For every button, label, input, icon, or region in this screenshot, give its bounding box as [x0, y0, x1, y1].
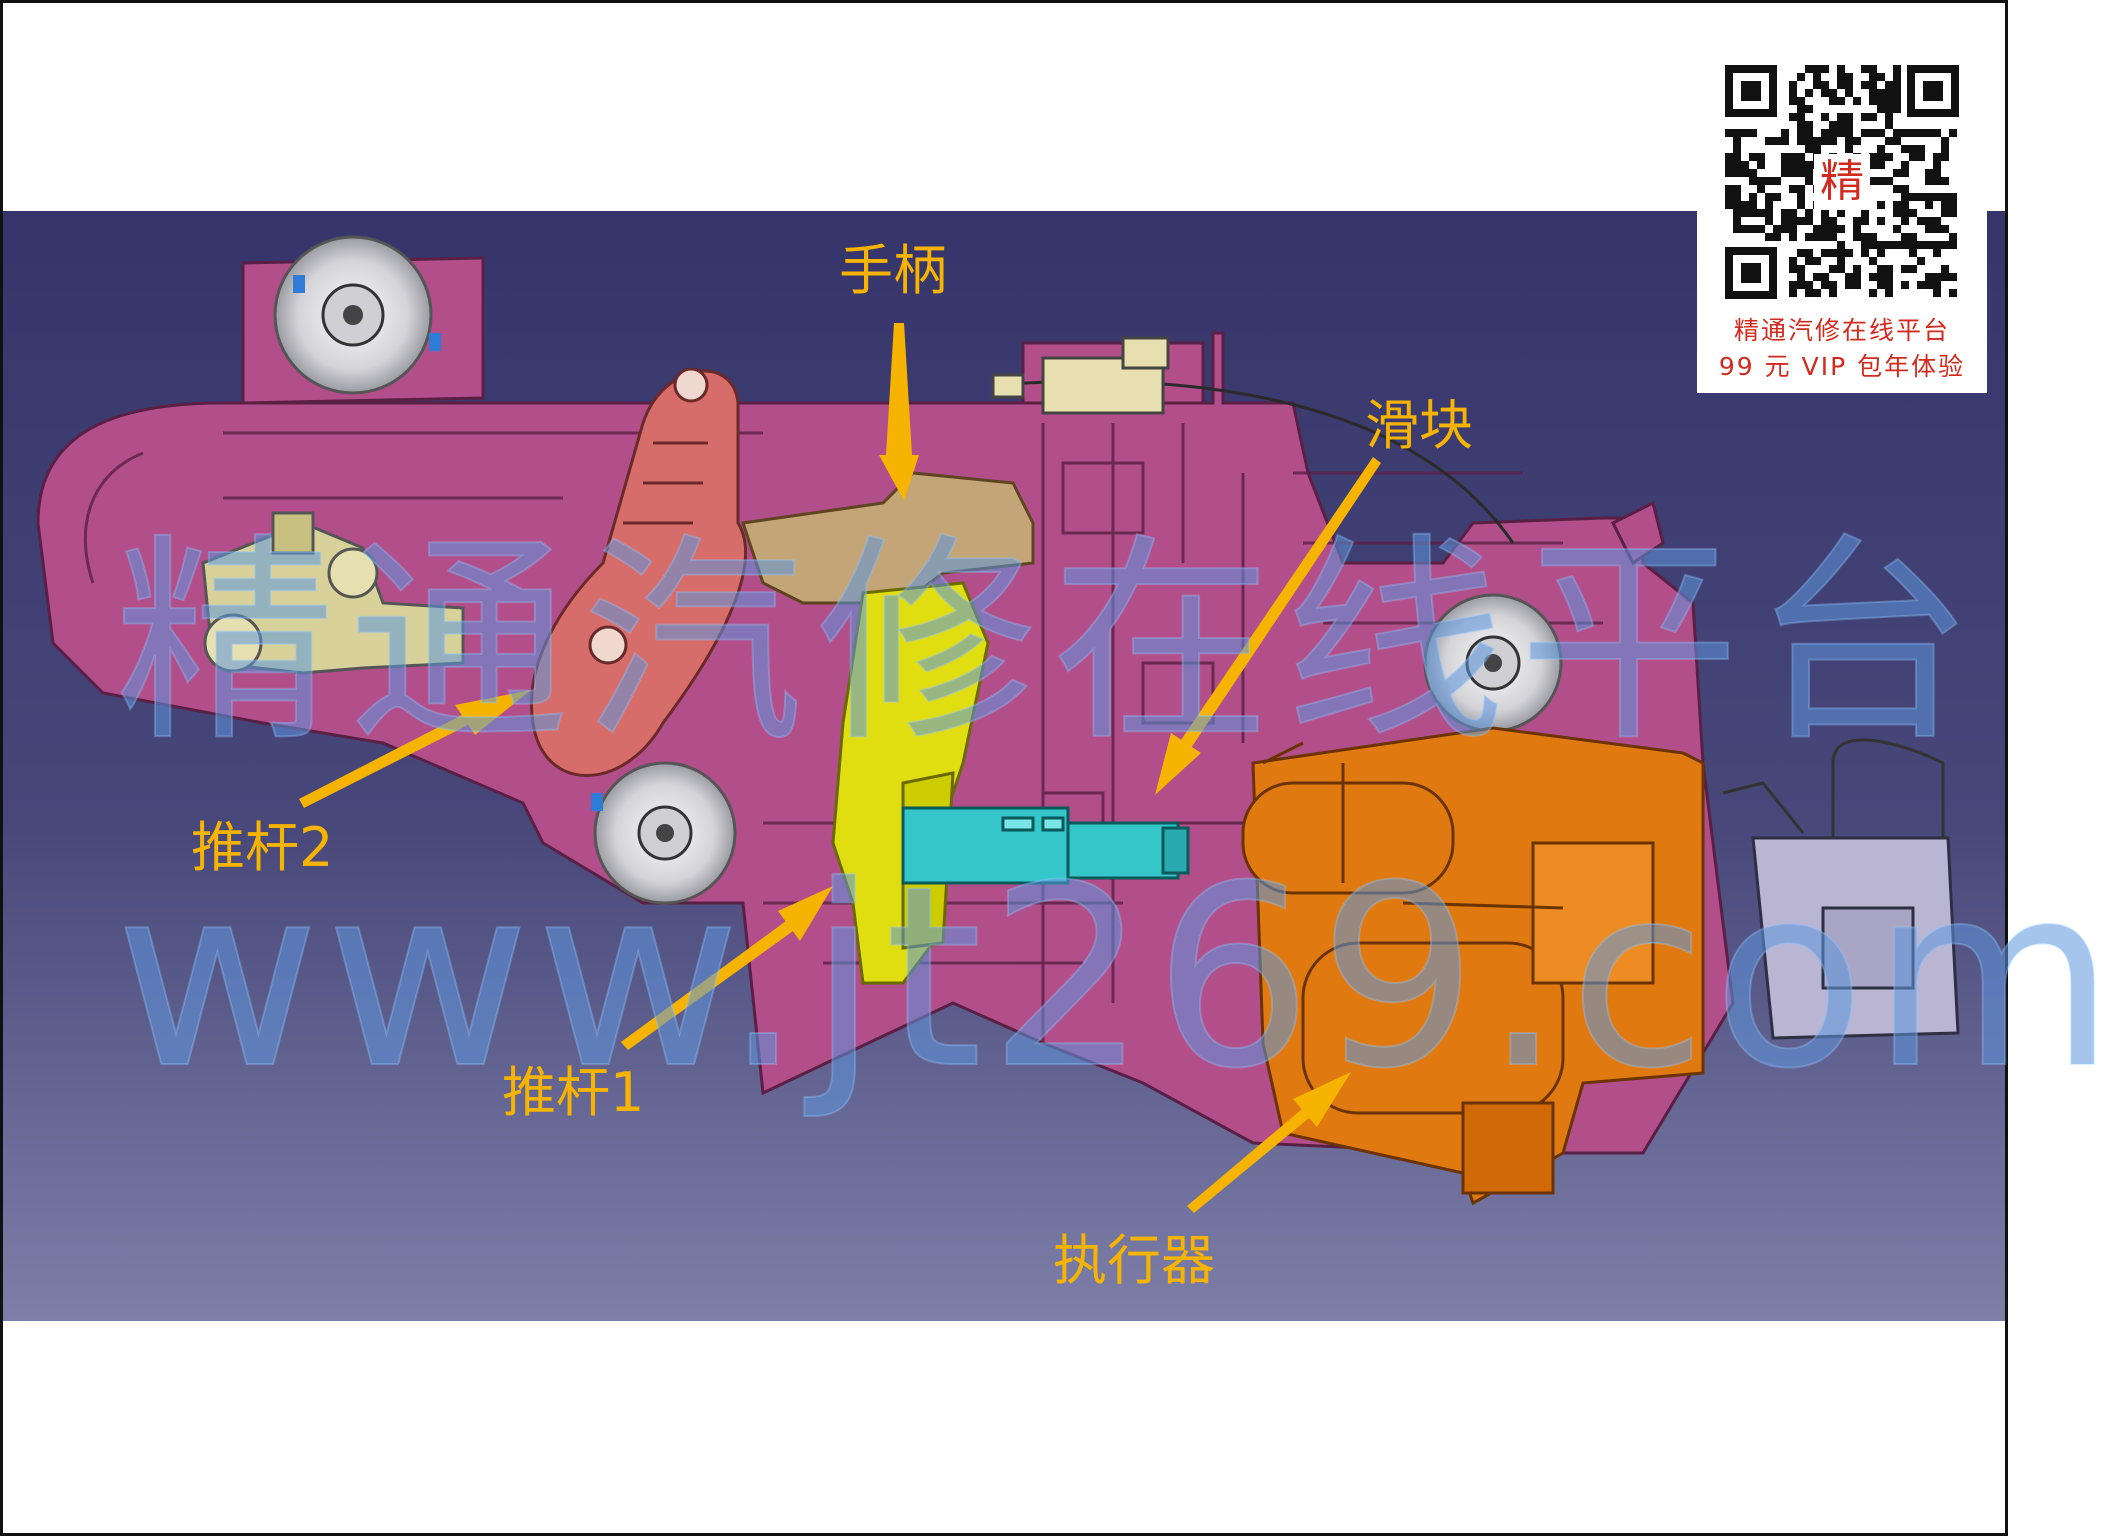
qr-code-icon: 精 — [1719, 59, 1965, 305]
handle-part — [530, 367, 748, 777]
arrow-push-rod-1 — [621, 886, 833, 1050]
connector-plug — [1722, 738, 1960, 1040]
watermark-chinese: 精通汽修在线平台 — [114, 515, 1988, 771]
roller-top-left — [273, 235, 441, 395]
label-handle: 手柄 — [839, 239, 947, 302]
arrow-slider — [1155, 457, 1381, 795]
arrow-actuator — [1187, 1072, 1351, 1213]
slider-part — [901, 806, 1190, 885]
push-rod-2-part — [201, 511, 465, 675]
qr-center-char: 精 — [1820, 156, 1864, 207]
label-slider: 滑块 — [1365, 394, 1473, 457]
label-push-rod-2: 推杆2 — [191, 816, 334, 879]
callout-arrows — [299, 323, 1381, 1213]
mechanism-diagram — [3, 211, 2005, 1321]
arrow-handle — [879, 323, 919, 501]
roller-right — [1423, 593, 1563, 733]
watermark-url: www.jt269.com — [114, 832, 2121, 1123]
badge-line-2: 99 元 VIP 包年体验 — [1718, 352, 1966, 381]
label-actuator: 执行器 — [1053, 1229, 1215, 1292]
badge-line-1: 精通汽修在线平台 — [1733, 316, 1950, 345]
arrow-push-rod-2 — [299, 690, 531, 808]
label-push-rod-1: 推杆1 — [502, 1061, 645, 1124]
roller-bottom — [591, 761, 737, 905]
cable-connector — [991, 336, 1515, 544]
qr-badge: 精 精通汽修在线平台 99 元 VIP 包年体验 — [1697, 53, 1987, 393]
actuator-part — [1241, 726, 1705, 1206]
